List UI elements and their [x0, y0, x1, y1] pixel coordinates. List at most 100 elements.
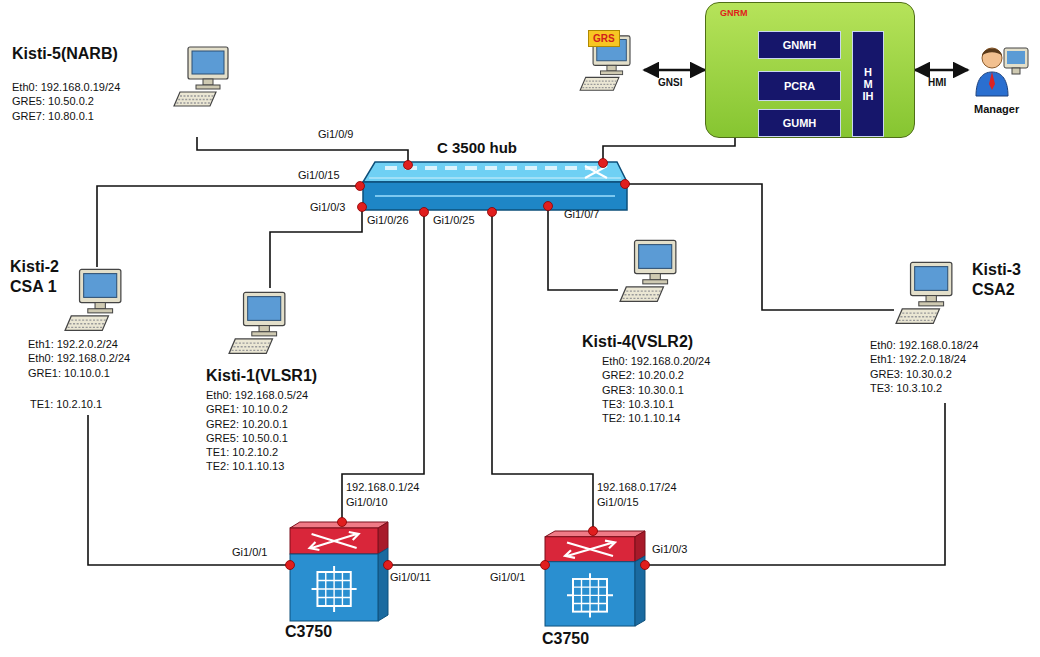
port-dot	[621, 180, 630, 189]
text-line: Eth0: 192.168.0.18/24	[870, 338, 978, 352]
network-link	[197, 137, 408, 165]
port-dot	[641, 561, 650, 570]
port-dot	[544, 202, 553, 211]
server-node: GRS	[568, 26, 644, 96]
port-dot	[589, 527, 598, 536]
module-box: PCRA	[758, 71, 841, 101]
text-line: Eth1: 192.2.0.18/24	[870, 352, 978, 366]
port-label: Gi1/0/15	[298, 169, 340, 182]
hub-switch: C 3500 hub	[355, 138, 630, 214]
text-line: GRE7: 10.80.0.1	[12, 109, 120, 123]
pc-icon	[618, 238, 680, 306]
host-addresses: Eth0: 192.168.0.18/24 Eth1: 192.2.0.18/2…	[870, 338, 978, 395]
text-line: GRE3: 10.30.0.1	[602, 383, 710, 397]
port-label: Gi1/0/9	[318, 128, 353, 141]
text-line: GNRM	[720, 8, 748, 20]
network-link	[270, 207, 362, 288]
person-icon	[974, 40, 1030, 98]
port-dot	[420, 208, 429, 217]
text-line: GRE2: 10.20.0.2	[602, 368, 710, 382]
text-line: GUMH	[783, 116, 817, 130]
text-line: GRE1: 10.10.0.1	[28, 366, 130, 380]
text-line: TE1: 10.2.10.2	[206, 445, 308, 459]
host-name: Kisti-4(VSLR2)	[582, 332, 693, 353]
text-line: Eth0: 192.168.0.2/24	[28, 351, 130, 365]
host-name: Kisti-2 CSA 1	[10, 257, 82, 297]
text-line: C3750	[285, 622, 332, 643]
port-label: Gi1/0/1	[232, 546, 267, 559]
module-box: HMIH	[852, 31, 884, 137]
text-line: GRE3: 10.30.0.2	[870, 367, 978, 381]
port-dot	[286, 561, 295, 570]
port-dot	[358, 203, 367, 212]
port-dot	[338, 518, 347, 527]
text-line: C 3500 hub	[437, 138, 517, 158]
pc-icon	[227, 290, 289, 358]
network-link	[625, 184, 894, 310]
module-box: GUMH	[758, 109, 841, 137]
text-line: PCRA	[784, 79, 815, 93]
network-link	[492, 212, 593, 531]
port-label: Gi1/0/10	[346, 496, 388, 509]
text-line: GRE2: 10.20.0.1	[206, 417, 308, 431]
port-dot	[384, 561, 393, 570]
port-label: Gi1/0/11	[390, 571, 431, 584]
port-label: Gi1/0/26	[367, 214, 409, 227]
server-name: GRS	[588, 30, 620, 47]
pc-icon	[63, 267, 125, 335]
text-line: GRE5: 10.50.0.1	[206, 431, 308, 445]
text-line: GRS	[593, 32, 615, 45]
module-name: PCRA	[784, 79, 815, 93]
port-dot	[488, 208, 497, 217]
port-label: Gi1/0/7	[564, 208, 599, 221]
host-addresses: Eth0: 192.168.0.20/24 GRE2: 10.20.0.2 GR…	[602, 354, 710, 425]
device-name: C 3500 hub	[437, 138, 517, 158]
network-link	[603, 138, 735, 163]
network-link	[915, 69, 968, 71]
interface-label: GNSI	[658, 77, 682, 89]
port-label: Gi1/0/25	[433, 214, 475, 227]
text-line: Kisti-5(NARB)	[12, 44, 118, 65]
port-label: Gi1/0/3	[652, 543, 687, 556]
text-line: Kisti-2 CSA 1	[10, 257, 82, 297]
text-line: Eth1: 192.2.0.2/24	[28, 337, 130, 351]
text-line: TE2: 10.1.10.13	[206, 459, 308, 473]
text-line: Eth0: 192.168.0.19/24	[12, 80, 120, 94]
port-dot	[541, 561, 550, 570]
switch-node: C3750	[538, 528, 650, 653]
network-link	[342, 212, 424, 522]
text-line: TE1: 10.2.10.1	[30, 397, 102, 411]
port-label: Gi1/0/15	[597, 496, 639, 509]
module-name: GUMH	[783, 116, 817, 130]
port-label: 192.168.0.1/24	[346, 481, 419, 494]
host-node: Kisti-4(VSLR2)Eth0: 192.168.0.20/24 GRE2…	[580, 238, 740, 438]
operator-name: Manager	[974, 102, 1019, 116]
port-label: Gi1/0/3	[310, 201, 345, 214]
text-line: Kisti-3 CSA2	[972, 260, 1034, 300]
tunnel-address: TE1: 10.2.10.1	[30, 397, 102, 411]
text-line: GRE5: 10.50.0.2	[12, 94, 120, 108]
panel-title: GNRM	[720, 8, 748, 20]
network-link	[97, 186, 360, 267]
sw-icon	[290, 522, 388, 622]
network-link	[388, 564, 545, 566]
host-name: Kisti-1(VLSR1)	[206, 366, 317, 387]
device-name: C3750	[285, 622, 332, 643]
host-node: Kisti-1(VLSR1)Eth0: 192.168.0.5/24 GRE1:…	[202, 288, 347, 478]
port-dot	[599, 159, 608, 168]
host-addresses: Eth0: 192.168.0.5/24 GRE1: 10.10.0.2 GRE…	[206, 388, 308, 474]
host-addresses: Eth0: 192.168.0.19/24 GRE5: 10.50.0.2 GR…	[12, 80, 120, 123]
host-addresses: Eth1: 192.2.0.2/24 Eth0: 192.168.0.2/24 …	[28, 337, 130, 380]
pc-icon	[172, 45, 232, 110]
sw-icon	[545, 531, 645, 627]
port-label: Gi1/0/1	[490, 571, 525, 584]
gnrm-panel: GNRM GNMH PCRA GUMH HMIH	[705, 2, 915, 138]
text-line: GRE1: 10.10.0.2	[206, 402, 308, 416]
port-dot	[404, 161, 413, 170]
module-name: GNMH	[783, 38, 817, 52]
host-node: Kisti-3 CSA2Eth0: 192.168.0.18/24 Eth1: …	[866, 258, 1037, 403]
pc-icon	[894, 260, 956, 328]
text-line: GNMH	[783, 38, 817, 52]
interface-label: HMI	[928, 77, 946, 89]
